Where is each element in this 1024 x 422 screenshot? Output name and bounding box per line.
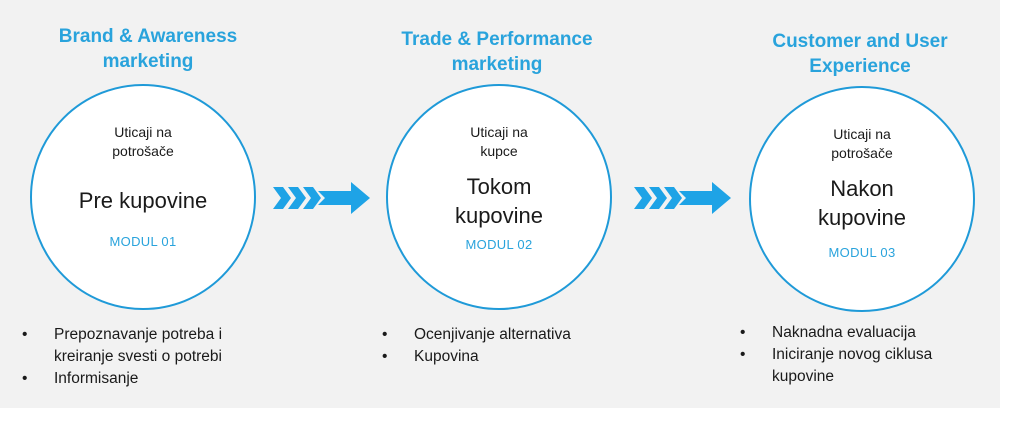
stage-3-title-line2: Experience [809, 56, 911, 77]
stage-1-title-line2: marketing [102, 51, 194, 72]
stage-3-phase-line1: Nakon [830, 176, 894, 201]
stage-3-bullet-list: •Naknadna evaluacija •Iniciranje novog c… [736, 322, 932, 388]
chevron-arrow-icon [634, 182, 731, 214]
stage-1-bullet-1-cont: kreiranje svesti o potrebi [54, 348, 222, 365]
stage-3-bullet-2-cont: kupovine [772, 368, 835, 385]
stage-2-circle: Uticaji na kupce Tokom kupovine MODUL 02 [386, 84, 612, 310]
stage-3-title: Customer and User Experience [730, 29, 990, 79]
bullet-dot: • [740, 346, 746, 363]
stage-1-module: MODUL 01 [109, 234, 177, 249]
stage-1-title-line1: Brand & Awareness [58, 26, 238, 47]
stage-2-phase-line2: kupovine [454, 203, 544, 228]
stage-1-influence-line2: potrošače [112, 143, 174, 159]
stage-1-influence: Uticaji na potrošače [32, 123, 254, 161]
stage-1-bullet-2: •Informisanje [18, 368, 222, 390]
bullet-dot: • [22, 326, 28, 343]
stage-1-title: Brand & Awareness marketing [18, 24, 278, 74]
stage-3-influence-line2: potrošače [831, 145, 893, 161]
stage-2-title-line1: Trade & Performance [401, 29, 593, 50]
stage-1-phase-line1: Pre kupovine [78, 188, 208, 213]
stage-1-influence-line1: Uticaji na [114, 124, 172, 140]
stage-2-phase-line1: Tokom [466, 174, 532, 199]
stage-1-bullet-list: •Prepoznavanje potreba i kreiranje svest… [18, 324, 222, 390]
bullet-dot: • [382, 348, 388, 365]
stage-2-bullet-1: •Ocenjivanje alternativa [378, 324, 571, 346]
stage-2-title-line2: marketing [451, 54, 543, 75]
stage-3-phase-line2: kupovine [817, 205, 907, 230]
stage-2-influence-line2: kupce [480, 143, 518, 159]
stage-1-phase: Pre kupovine [32, 186, 254, 215]
stage-3-influence: Uticaji na potrošače [751, 125, 973, 163]
stage-2-phase: Tokom kupovine [388, 172, 610, 230]
bullet-dot: • [382, 326, 388, 343]
stage-3-bullet-1: •Naknadna evaluacija [736, 322, 932, 344]
stage-1-bullet-1: •Prepoznavanje potreba i [18, 324, 222, 346]
stage-2-bullet-list: •Ocenjivanje alternativa •Kupovina [378, 324, 571, 368]
stage-1-circle: Uticaji na potrošače Pre kupovine MODUL … [30, 84, 256, 310]
stage-3-influence-line1: Uticaji na [833, 126, 891, 142]
stage-3-circle: Uticaji na potrošače Nakon kupovine MODU… [749, 86, 975, 312]
chevron-arrow-icon [273, 182, 370, 214]
stage-2-influence: Uticaji na kupce [388, 123, 610, 161]
stage-3-title-line1: Customer and User [772, 31, 948, 52]
stage-3-bullet-2: •Iniciranje novog ciklusa [736, 344, 932, 366]
stage-2-influence-line1: Uticaji na [470, 124, 528, 140]
stage-3-module: MODUL 03 [828, 245, 896, 260]
stage-2-module: MODUL 02 [465, 237, 533, 252]
bullet-dot: • [740, 324, 746, 341]
bullet-dot: • [22, 370, 28, 387]
stage-2-title: Trade & Performance marketing [367, 27, 627, 77]
stage-2-bullet-2: •Kupovina [378, 346, 571, 368]
stage-3-phase: Nakon kupovine [751, 174, 973, 232]
